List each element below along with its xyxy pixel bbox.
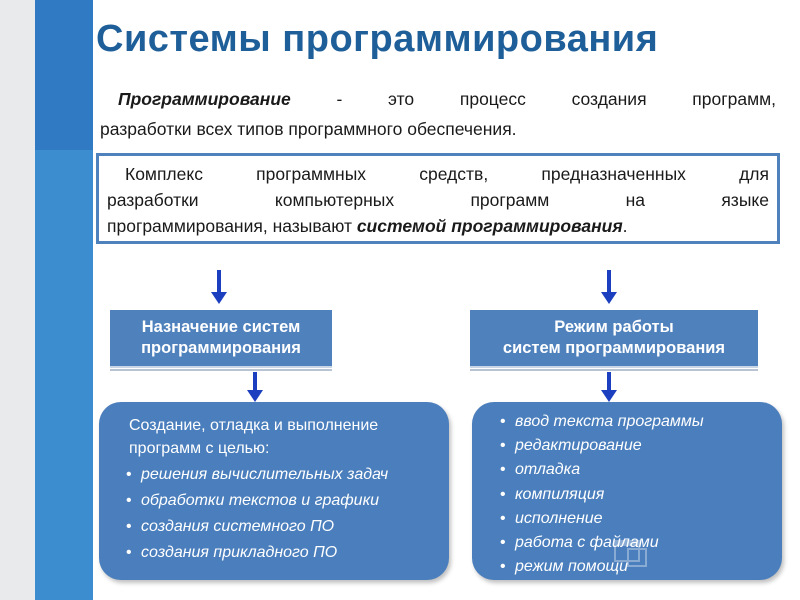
list-item: решения вычислительных задач bbox=[126, 462, 449, 488]
system-box-line-3: программирования, называют системой прог… bbox=[107, 213, 769, 239]
definition-line-1: Программирование - это процесс создания … bbox=[100, 84, 776, 114]
purpose-intro-line-2: программ с целью: bbox=[129, 440, 270, 457]
system-box-line-3-start: программирования, называют bbox=[107, 216, 357, 236]
mode-label-box: Режим работы систем программирования bbox=[470, 310, 758, 371]
definition-line-1-rest: - это процесс создания программ, bbox=[290, 89, 776, 109]
system-box-term: системой программирования bbox=[356, 216, 623, 236]
system-box-line-2: разработки компьютерных программ на язык… bbox=[107, 190, 769, 210]
mode-label-line-2: систем программирования bbox=[502, 339, 726, 357]
help-window-icon bbox=[614, 540, 647, 567]
system-box-line-1: Комплекс программных средств, предназнач… bbox=[125, 164, 769, 184]
list-item: отладка bbox=[500, 458, 782, 482]
arrow-down-left-top bbox=[211, 270, 227, 304]
purpose-label-line-2: программирования bbox=[141, 339, 301, 357]
mode-list: ввод текста программы редактирование отл… bbox=[500, 410, 782, 579]
list-item: редактирование bbox=[500, 434, 782, 458]
list-item: ввод текста программы bbox=[500, 410, 782, 434]
definition-term: Программирование bbox=[118, 89, 291, 109]
list-item: создания системного ПО bbox=[126, 514, 449, 540]
system-box-line-3-end: . bbox=[622, 216, 628, 236]
list-item: работа с файлами bbox=[500, 531, 782, 555]
list-item: обработки текстов и графики bbox=[126, 488, 449, 514]
definition-line-2: разработки всех типов программного обесп… bbox=[100, 119, 517, 139]
purpose-list: решения вычислительных задач обработки т… bbox=[126, 462, 449, 566]
arrow-down-left-bottom bbox=[247, 372, 263, 402]
purpose-intro-line-1: Создание, отладка и выполнение bbox=[129, 417, 379, 434]
list-item: компиляция bbox=[500, 483, 782, 507]
slide-side-bar bbox=[0, 0, 35, 600]
slide-title: Системы программирования bbox=[96, 18, 659, 60]
arrow-down-right-bottom bbox=[601, 372, 617, 402]
list-item: исполнение bbox=[500, 507, 782, 531]
slide-accent-bar bbox=[35, 0, 93, 600]
purpose-panel: Создание, отладка и выполнение программ … bbox=[99, 402, 449, 580]
list-item: режим помощи bbox=[500, 555, 782, 579]
mode-label-line-1: Режим работы bbox=[554, 318, 674, 336]
purpose-label-line-1: Назначение систем bbox=[141, 318, 301, 336]
list-item: создания прикладного ПО bbox=[126, 540, 449, 566]
purpose-label-box: Назначение систем программирования bbox=[110, 310, 332, 371]
mode-panel: ввод текста программы редактирование отл… bbox=[472, 402, 782, 580]
arrow-down-right-top bbox=[601, 270, 617, 304]
programming-system-definition-box: Комплекс программных средств, предназнач… bbox=[96, 153, 780, 244]
programming-definition: Программирование - это процесс создания … bbox=[100, 84, 776, 144]
accent-bar-top-band bbox=[35, 0, 93, 150]
